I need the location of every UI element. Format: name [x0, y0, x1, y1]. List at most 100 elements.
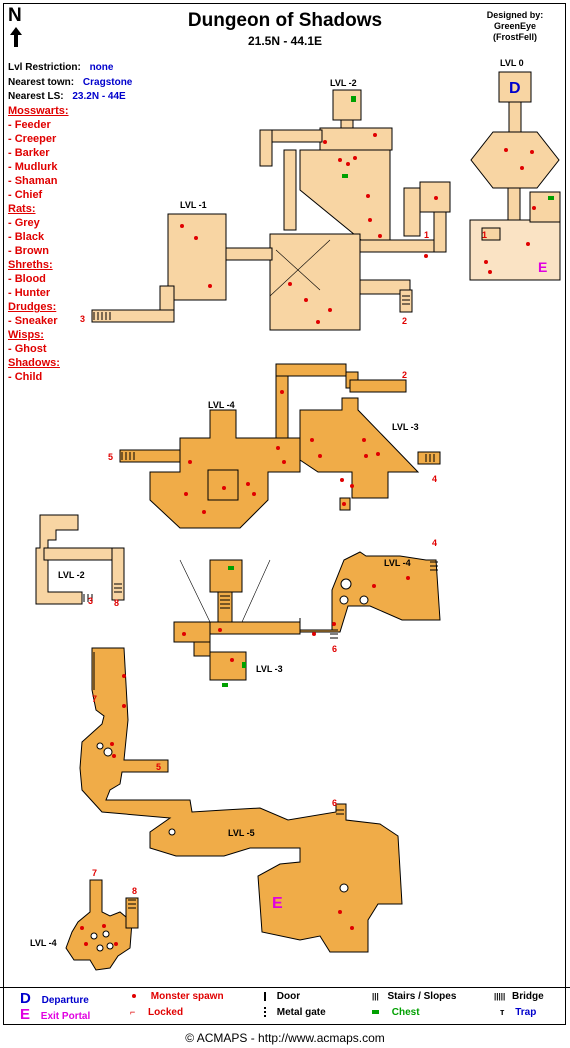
monster-entry: - Mudlurk — [8, 161, 58, 173]
map-title: Dungeon of Shadows — [187, 10, 383, 31]
legend-locked: ⌐ Locked — [130, 1007, 183, 1018]
trap-icon: т — [500, 1007, 505, 1017]
monster-category: Rats: — [8, 203, 36, 215]
monster-category: Wisps: — [8, 329, 44, 341]
legend-exit-label: Exit Portal — [40, 1011, 91, 1022]
level-minus4-bottom-section — [65, 879, 139, 971]
legend-metal-gate-label: Metal gate — [276, 1007, 326, 1018]
link-number: 5 — [108, 452, 113, 462]
level-label-minus3-mid: LVL -3 — [392, 422, 419, 432]
level-minus4-right-section — [299, 551, 441, 633]
monster-entry: - Black — [8, 231, 45, 243]
monster-category: Shreths: — [8, 259, 53, 271]
level-minus1-section — [91, 213, 227, 323]
legend-door-label: Door — [276, 991, 301, 1002]
legend-bridge-label: Bridge — [511, 991, 544, 1002]
north-label: N — [8, 5, 22, 26]
link-number: 3 — [80, 314, 85, 324]
level-label-0: LVL 0 — [500, 58, 524, 68]
level-minus3-mid-section — [299, 397, 441, 511]
designer-label: Designed by: — [486, 10, 544, 20]
monster-category: Shadows: — [8, 357, 60, 369]
monster-list: Mosswarts: - Feeder - Creeper - Barker -… — [8, 104, 69, 384]
link-number: 4 — [432, 538, 437, 548]
monster-entry: - Hunter — [8, 287, 51, 299]
monster-entry: - Ghost — [8, 343, 47, 355]
link-number: 7 — [92, 868, 97, 878]
monster-entry: - Blood — [8, 273, 46, 285]
link-number: 2 — [402, 316, 407, 326]
dungeon-map: LVL 0 LVL -2 LVL -1 LVL -4 LVL -3 LVL -2… — [30, 58, 561, 971]
shaft-lines — [179, 239, 331, 623]
nearest-town-value: Cragstone — [82, 77, 133, 88]
chest-icon — [372, 1010, 379, 1015]
locked-icon: ⌐ — [130, 1007, 136, 1017]
designer-name: GreenEye — [493, 21, 537, 31]
level-minus2-top-section — [215, 89, 451, 331]
level-minus5-section — [79, 647, 403, 953]
monster-entry: - Shaman — [8, 175, 58, 187]
level-minus4-mid-section — [119, 363, 407, 529]
level-minus2-left-section — [35, 514, 125, 605]
legend-bridge: ||||| Bridge — [494, 991, 544, 1002]
legend-spawn: Monster spawn — [132, 991, 224, 1002]
chest-markers — [222, 96, 554, 687]
legend-trap-label: Trap — [515, 1007, 537, 1018]
map-coordinates: 21.5N - 44.1E — [247, 34, 323, 48]
legend-spawn-label: Monster spawn — [150, 991, 224, 1002]
nearest-town-label: Nearest town: — [8, 77, 75, 88]
legend-stairs: ||| Stairs / Slopes — [372, 991, 456, 1002]
link-number: 4 — [432, 474, 437, 484]
level-label-minus1: LVL -1 — [180, 200, 207, 210]
level-label-minus5: LVL -5 — [228, 828, 255, 838]
nearest-ls-value: 23.2N - 44E — [72, 91, 126, 102]
north-arrow-icon — [10, 27, 22, 47]
lvl-restriction-label: Lvl Restriction: — [8, 62, 81, 73]
door-icon — [264, 991, 266, 1001]
legend-door: Door — [264, 991, 300, 1002]
legend-stairs-label: Stairs / Slopes — [387, 991, 457, 1002]
level-label-minus4-bottom: LVL -4 — [30, 938, 57, 948]
link-number: 3 — [88, 596, 93, 606]
legend-departure: D Departure — [20, 990, 89, 1007]
exit-marker-lvl0: E — [538, 259, 547, 275]
link-number: 6 — [332, 644, 337, 654]
link-number: 8 — [132, 886, 137, 896]
level-label-minus2-top: LVL -2 — [330, 78, 357, 88]
monster-entry: - Feeder — [8, 119, 51, 131]
lvl-restriction-value: none — [89, 62, 114, 73]
departure-marker: D — [509, 80, 521, 97]
copyright-footer: © ACMAPS - http://www.acmaps.com — [185, 1031, 385, 1045]
spawn-icon — [132, 994, 136, 999]
legend-exit-symbol: E — [20, 1006, 31, 1023]
link-number: 7 — [92, 694, 97, 704]
monster-entry: - Child — [8, 371, 43, 383]
monster-entry: - Barker — [8, 147, 50, 159]
link-number: 2 — [402, 370, 407, 380]
monster-entry: - Grey — [8, 217, 40, 229]
level-label-minus4-mid: LVL -4 — [208, 400, 235, 410]
map-frame — [3, 3, 566, 1025]
monster-category: Mosswarts: — [8, 105, 69, 117]
monster-entry: - Sneaker — [8, 315, 58, 327]
legend-departure-symbol: D — [20, 990, 31, 1007]
spawn-points — [80, 133, 536, 946]
nearest-ls-label: Nearest LS: — [8, 91, 64, 102]
legend-metal-gate: Metal gate — [264, 1007, 326, 1018]
legend-chest: Chest — [372, 1007, 420, 1018]
designer-credit: Designed by: GreenEye (FrostFell) — [472, 10, 558, 43]
nearest-town: Nearest town: Cragstone — [8, 77, 132, 88]
legend-trap: т Trap — [500, 1007, 536, 1018]
link-number: 1 — [482, 230, 487, 240]
level-minus3-lower-section — [173, 559, 301, 681]
metal-gate-icon — [264, 1007, 268, 1018]
stairs-markers — [83, 295, 438, 909]
legend-departure-label: Departure — [41, 995, 89, 1006]
monster-entry: - Brown — [8, 245, 49, 257]
link-number: 5 — [156, 762, 161, 772]
lvl-restriction: Lvl Restriction: none — [8, 62, 113, 73]
monster-category: Drudges: — [8, 301, 57, 313]
north-indicator: N — [8, 5, 22, 47]
designer-alias: (FrostFell) — [493, 32, 537, 42]
exit-marker-lvl5: E — [272, 895, 283, 912]
